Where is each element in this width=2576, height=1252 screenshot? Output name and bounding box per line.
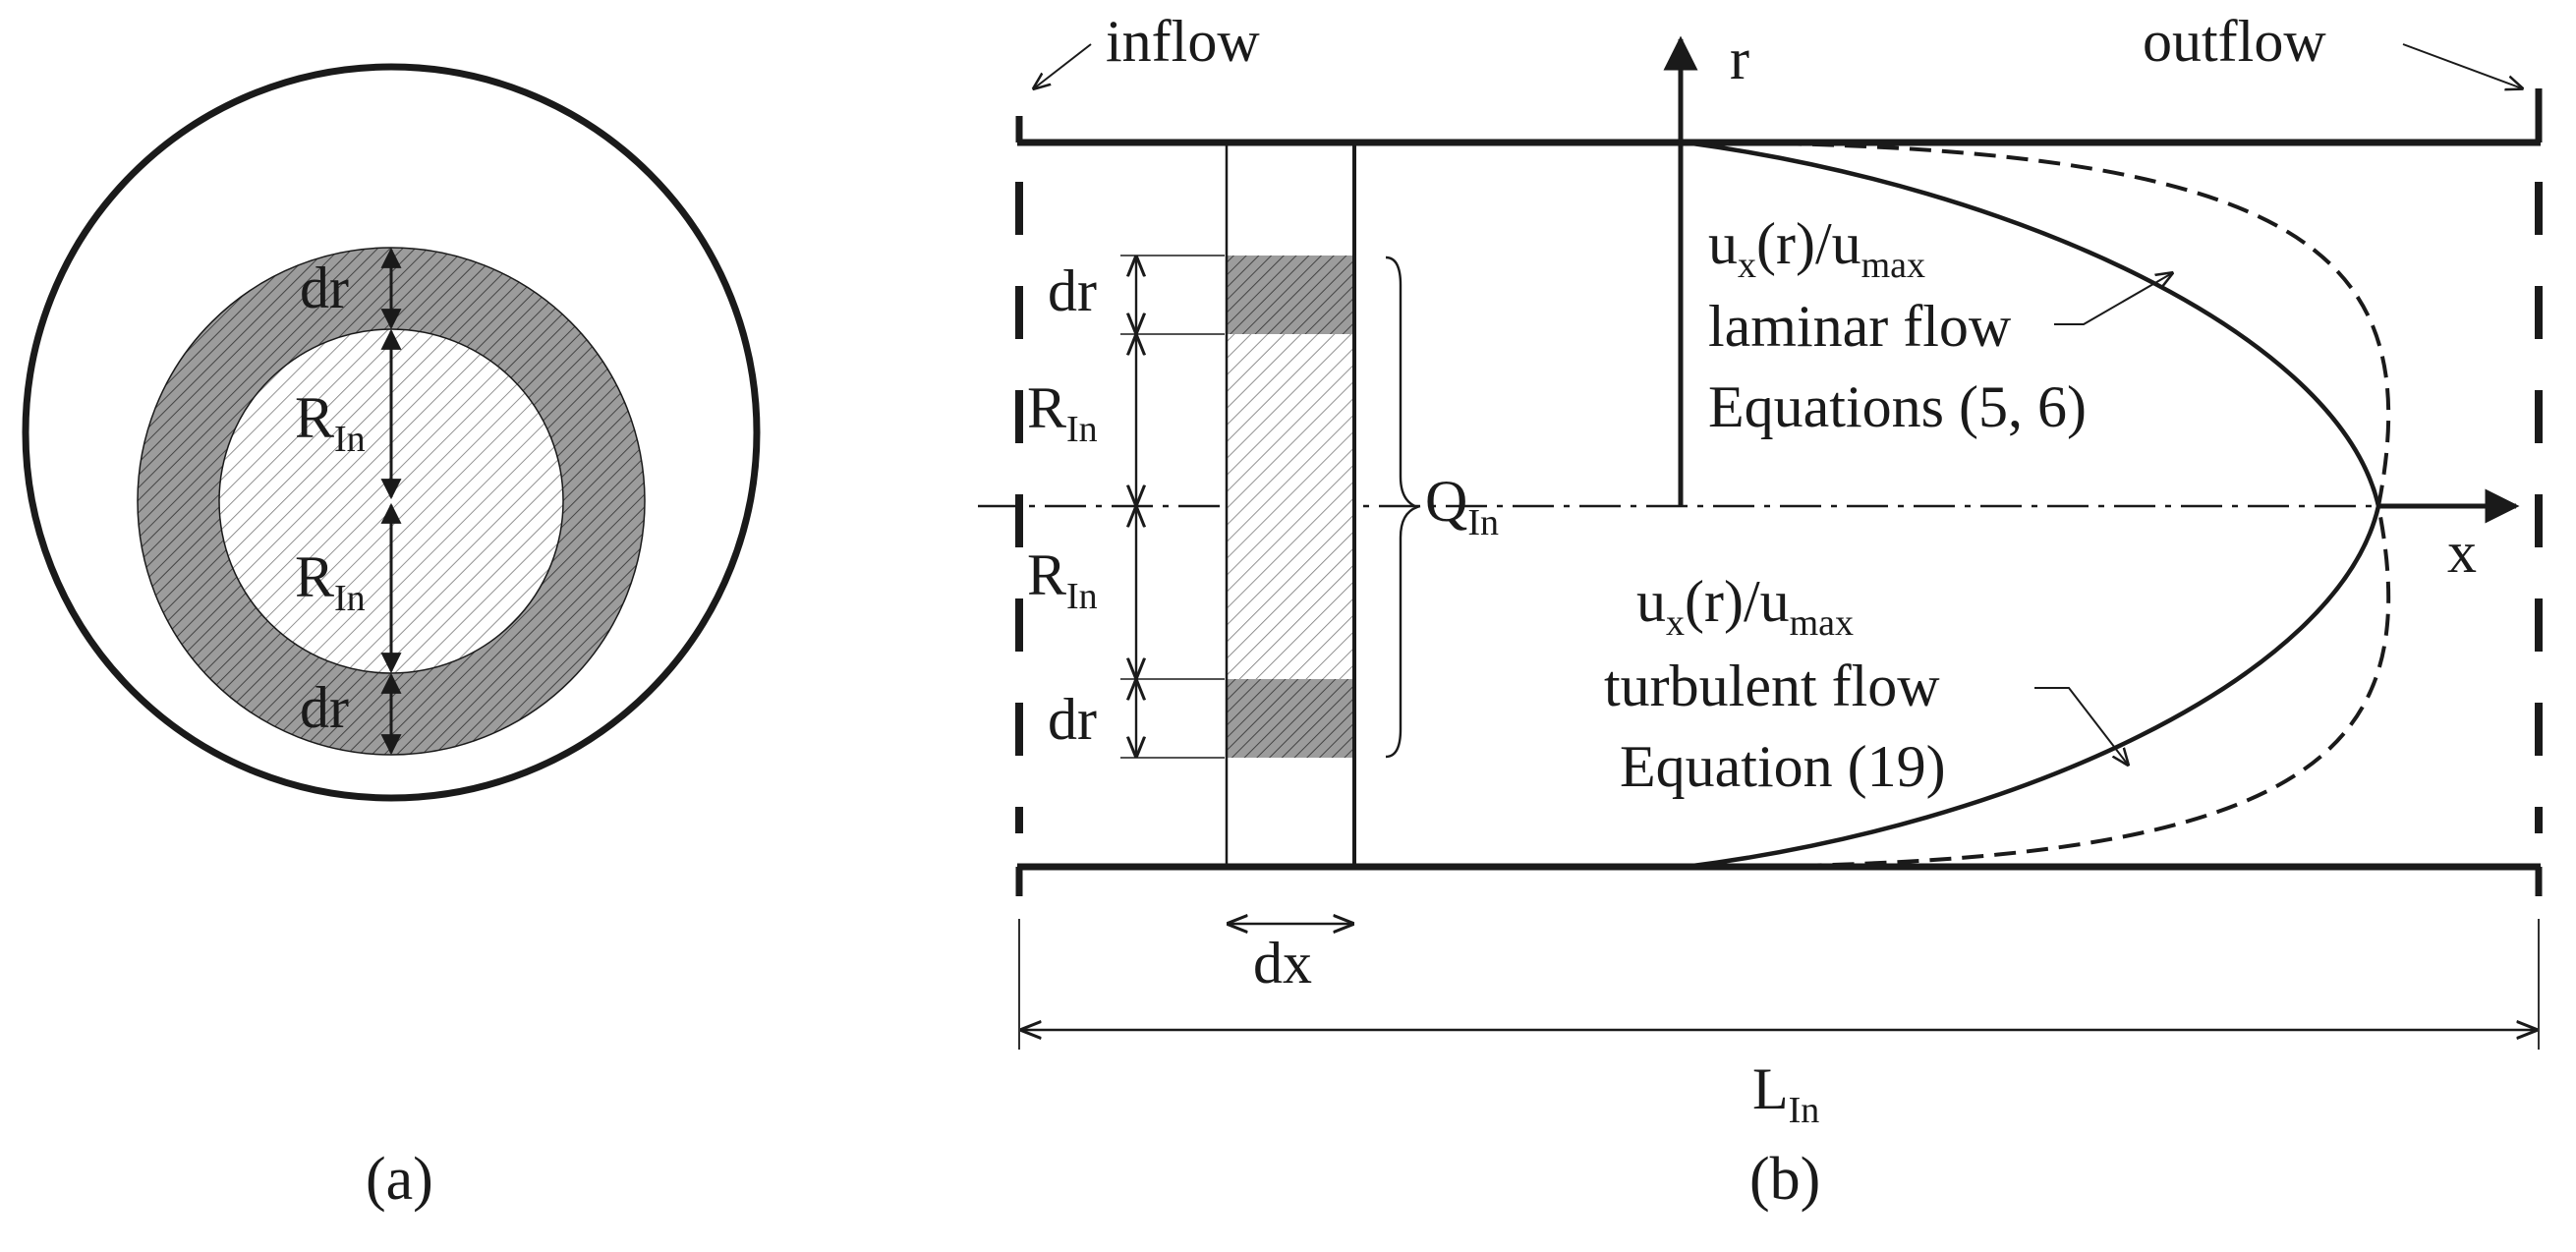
turbulent-leader — [2034, 687, 2128, 765]
panel-b: dr RIn RIn dr QIn dx LIn r x inflow outf… — [978, 9, 2543, 1213]
dx-label: dx — [1253, 931, 1312, 996]
turbulent-profile-curve — [1714, 141, 2391, 869]
laminar-leader — [2054, 273, 2172, 325]
cv-dr-band-top — [1227, 256, 1354, 334]
radius-bottom-label: RIn — [295, 544, 366, 619]
radius-bottom-label-b: RIn — [1027, 542, 1098, 617]
cv-core-band — [1227, 334, 1354, 679]
r-axis-label: r — [1730, 27, 1749, 91]
caption-a: (a) — [366, 1146, 433, 1213]
inflow-leader — [1034, 43, 1092, 88]
turbulent-ratio-label: ux(r)/umax — [1636, 569, 1854, 644]
dr-bottom-label-b: dr — [1048, 687, 1097, 752]
outer-pipe-circle — [22, 63, 761, 802]
radius-top-label-b: RIn — [1027, 375, 1098, 450]
flow-rate-label: QIn — [1425, 469, 1499, 543]
radius-top-label: RIn — [295, 385, 366, 460]
laminar-equation-label: Equations (5, 6) — [1708, 374, 2087, 439]
laminar-ratio-label: ux(r)/umax — [1708, 211, 1925, 286]
dr-bottom-label: dr — [300, 675, 349, 740]
inflow-label: inflow — [1106, 9, 1260, 74]
flow-rate-brace — [1385, 256, 1421, 759]
laminar-flow-label: laminar flow — [1708, 294, 2012, 359]
outflow-label: outflow — [2143, 9, 2326, 74]
length-label: LIn — [1752, 1056, 1819, 1131]
cv-dr-band-bottom — [1227, 679, 1354, 758]
turbulent-equation-label: Equation (19) — [1620, 734, 1946, 799]
x-axis-label: x — [2447, 520, 2477, 585]
dr-top-label: dr — [300, 256, 349, 320]
turbulent-flow-label: turbulent flow — [1604, 654, 1940, 718]
outflow-leader — [2402, 43, 2522, 88]
dr-top-label-b: dr — [1048, 258, 1097, 323]
panel-a: dr RIn RIn dr (a) — [22, 63, 761, 1213]
caption-b: (b) — [1749, 1146, 1820, 1213]
